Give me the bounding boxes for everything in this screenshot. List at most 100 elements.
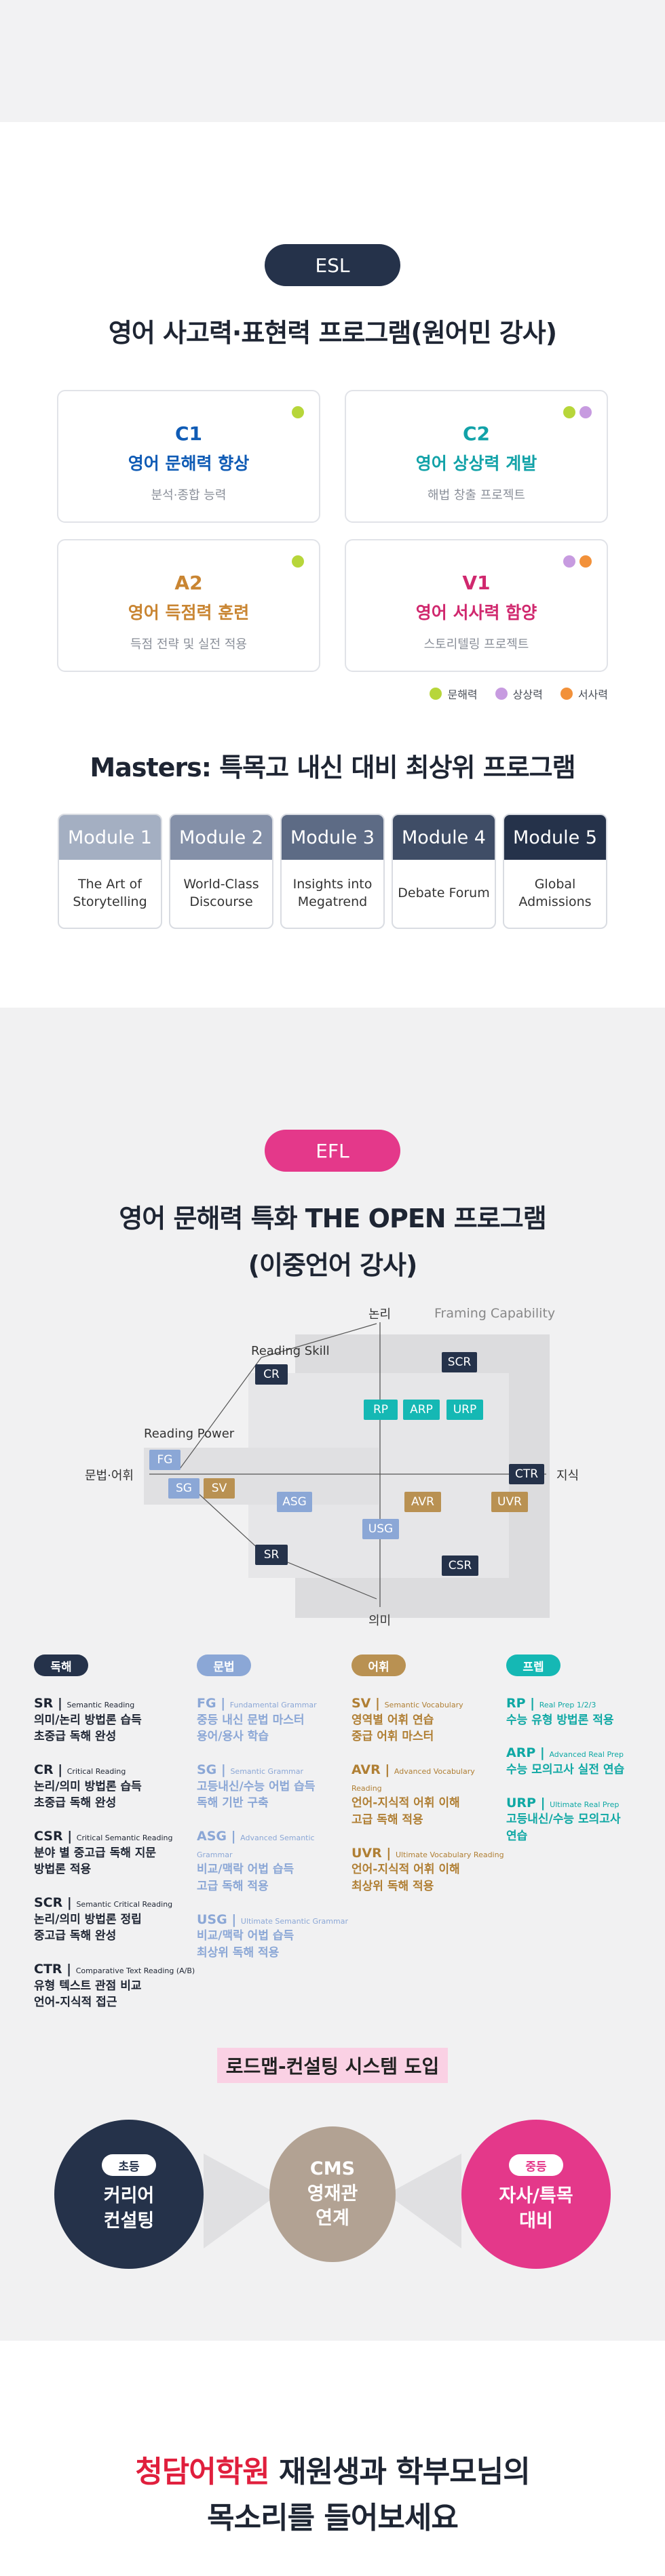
literacy-dot-icon — [563, 406, 575, 418]
course-line: 고급 독해 적용 — [197, 1879, 269, 1893]
course-code: AVR — [352, 1762, 381, 1777]
course-heading: SR | Semantic Reading — [34, 1696, 135, 1711]
box-sg: SG — [168, 1478, 200, 1499]
card-name: 영어 상상력 계발 — [415, 454, 537, 473]
card-dots — [563, 406, 592, 418]
axis-bottom-label: 의미 — [368, 1614, 392, 1628]
course-line: 용어/용사 학습 — [197, 1730, 269, 1744]
course-line: 의미/논리 방법론 습득 — [34, 1713, 142, 1727]
module-head: Module 1 — [59, 815, 161, 860]
course-line: 독해 기반 구축 — [197, 1796, 269, 1810]
course-entry: CSR | Critical Semantic Reading 분야 별 중고급… — [34, 1828, 197, 1878]
box-cr: CR — [255, 1364, 288, 1385]
course-line: 언어-지식적 접근 — [34, 1996, 117, 2010]
esl-card-c2: C2 영어 상상력 계발 해법 창출 프로젝트 — [345, 390, 608, 523]
course-heading: CR | Critical Reading — [34, 1762, 126, 1777]
course-full-name: Ultimate Real Prep — [550, 1800, 620, 1809]
course-heading: FG | Fundamental Grammar — [197, 1696, 317, 1711]
course-heading: UVR | Ultimate Vocabulary Reading — [352, 1845, 504, 1861]
box-scr: SCR — [442, 1352, 477, 1372]
course-entry: UVR | Ultimate Vocabulary Reading 언어-지식적… — [352, 1845, 506, 1895]
module-body: Debate Forum — [398, 886, 490, 901]
imagination-dot-icon — [580, 406, 592, 418]
course-entry: CTR | Comparative Text Reading (A/B) 유형 … — [34, 1961, 197, 2011]
module-body: World-Class Discourse — [183, 877, 259, 909]
imagination-dot-icon — [495, 688, 508, 700]
course-full-name: Advanced Vocabulary Reading — [352, 1766, 475, 1793]
module-body: The Art of Storytelling — [73, 877, 147, 909]
column-tag: 프렙 — [506, 1654, 560, 1676]
efl-badge: EFL — [265, 1130, 400, 1172]
card-desc: 해법 창출 프로젝트 — [428, 488, 525, 502]
reading-skill-label: Reading Skill — [251, 1344, 330, 1358]
connector-fan — [204, 2153, 461, 2248]
masters-title: Masters: 특목고 내신 대비 최상위 프로그램 — [90, 753, 575, 782]
course-heading: SCR | Semantic Critical Reading — [34, 1895, 173, 1910]
module-body: Insights into Megatrend — [292, 877, 373, 909]
card-code: C1 — [174, 422, 203, 445]
course-heading: ARP | Advanced Real Prep — [506, 1745, 624, 1761]
consulting-circles: 초등 커리어 컨설팅 CMS 영재관 연계 중등 자사/특목 대비 — [0, 2099, 665, 2303]
course-heading: CSR | Critical Semantic Reading — [34, 1828, 173, 1844]
circle-text: 대비 — [519, 2210, 553, 2232]
course-line: 논리/의미 방법론 정립 — [34, 1912, 142, 1926]
course-entry: AVR | Advanced Vocabulary Reading 언어-지식적… — [352, 1762, 506, 1829]
legend-item-imagination: 상상력 — [495, 686, 543, 702]
course-line: 중등 내신 문법 마스터 — [197, 1713, 305, 1727]
middle-school-circle: 중등 자사/특목 대비 — [461, 2119, 611, 2269]
curriculum-diagram: 논리 의미 문법·어휘 지식 Framing Capability Readin… — [0, 1306, 665, 1628]
esl-card-a2: A2 영어 득점력 훈련 득점 전략 및 실전 적용 — [57, 539, 320, 672]
efl-title: 영어 문해력 특화 THE OPEN 프로그램 (이중언어 강사) — [0, 1197, 665, 1282]
narrative-dot-icon — [580, 555, 592, 568]
course-code: USG — [197, 1911, 227, 1927]
legend-label: 문해력 — [447, 688, 478, 701]
axis-top-label: 논리 — [368, 1307, 392, 1322]
course-full-name: Real Prep 1/2/3 — [539, 1701, 596, 1709]
box-asg: ASG — [277, 1492, 312, 1512]
course-entry: USG | Ultimate Semantic Grammar 비교/맥락 어법… — [197, 1911, 352, 1962]
esl-badge: ESL — [265, 244, 400, 286]
course-heading: SG | Semantic Grammar — [197, 1762, 304, 1777]
course-line: 비교/맥락 어법 습득 — [197, 1863, 294, 1877]
card-name: 영어 서사력 함양 — [415, 603, 537, 622]
diagonal-upper — [179, 1357, 262, 1469]
module-5: Module 5 Global Admissions — [503, 814, 607, 929]
course-entry: CR | Critical Reading 논리/의미 방법론 습득 초중급 독… — [34, 1762, 197, 1812]
course-code: RP — [506, 1696, 526, 1711]
literacy-dot-icon — [292, 406, 304, 418]
card-name: 영어 문해력 향상 — [128, 454, 250, 473]
card-desc: 스토리텔링 프로젝트 — [423, 637, 529, 652]
course-line: 언어-지식적 어휘 이해 — [352, 1863, 460, 1877]
middle-chip: 중등 — [509, 2154, 563, 2177]
course-line: 수능 유형 방법론 적용 — [506, 1713, 614, 1727]
course-line: 중고급 독해 완성 — [34, 1929, 117, 1943]
circle-text: CMS — [309, 2158, 356, 2180]
card-dots — [563, 555, 592, 568]
card-code: V1 — [462, 572, 491, 594]
elementary-circle: 초등 커리어 컨설팅 — [54, 2119, 204, 2269]
box-sr: SR — [255, 1545, 288, 1565]
literacy-dot-icon — [430, 688, 442, 700]
module-head: Module 5 — [504, 815, 606, 860]
course-heading: CTR | Comparative Text Reading (A/B) — [34, 1961, 195, 1977]
course-heading: RP | Real Prep 1/2/3 — [506, 1696, 596, 1711]
course-entry: RP | Real Prep 1/2/3 수능 유형 방법론 적용 — [506, 1695, 631, 1728]
legend-label: 서사력 — [577, 688, 608, 701]
course-heading: AVR | Advanced Vocabulary Reading — [352, 1762, 475, 1793]
card-desc: 득점 전략 및 실전 적용 — [130, 637, 247, 652]
module-body: Global Admissions — [518, 877, 592, 909]
course-code: ARP — [506, 1745, 536, 1761]
course-full-name: Critical Semantic Reading — [76, 1833, 173, 1842]
course-full-name: Fundamental Grammar — [229, 1701, 317, 1709]
course-line: 고등내신/수능 모의고사 연습 — [506, 1812, 621, 1843]
column-tag: 어휘 — [352, 1654, 406, 1676]
circle-text: 자사/특목 — [499, 2185, 573, 2207]
legend-item-narrative: 서사력 — [560, 686, 608, 702]
course-line: 유형 텍스트 관점 비교 — [34, 1979, 142, 1993]
course-full-name: Semantic Critical Reading — [76, 1899, 173, 1909]
efl-title-line1: 영어 문해력 특화 THE OPEN 프로그램 — [119, 1204, 546, 1233]
box-arp: ARP — [403, 1400, 440, 1420]
module-2: Module 2 World-Class Discourse — [169, 814, 273, 929]
card-code: C2 — [462, 422, 491, 445]
voice-section: 청담어학원 재원생과 학부모님의 목소리를 들어보세요 — [0, 2341, 665, 2576]
